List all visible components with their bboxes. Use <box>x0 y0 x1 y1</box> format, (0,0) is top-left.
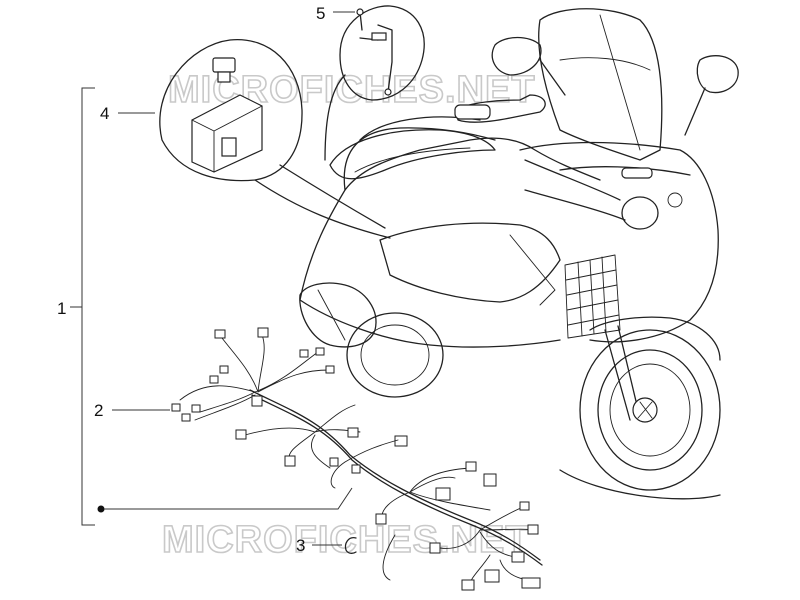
callout-label-4: 4 <box>100 104 109 123</box>
wiring-harness-part <box>171 327 543 591</box>
cable-clip-part <box>344 537 357 554</box>
fuse-part <box>212 57 236 83</box>
callout-label-2: 2 <box>94 401 103 420</box>
sensor-part <box>356 8 393 96</box>
callout-label-3: 3 <box>296 536 305 555</box>
harness-reference-marker <box>97 487 353 513</box>
callout-label-5: 5 <box>316 4 325 23</box>
scooter-illustration <box>299 8 739 500</box>
detail-bubble-ecu <box>159 39 391 239</box>
callout-bracket-1 <box>70 87 95 526</box>
watermark-bottom: MICROFICHES.NET <box>162 519 530 561</box>
ecu-module-part <box>191 94 263 173</box>
detail-bubble-sensor <box>324 5 425 161</box>
callout-label-1: 1 <box>57 299 66 318</box>
